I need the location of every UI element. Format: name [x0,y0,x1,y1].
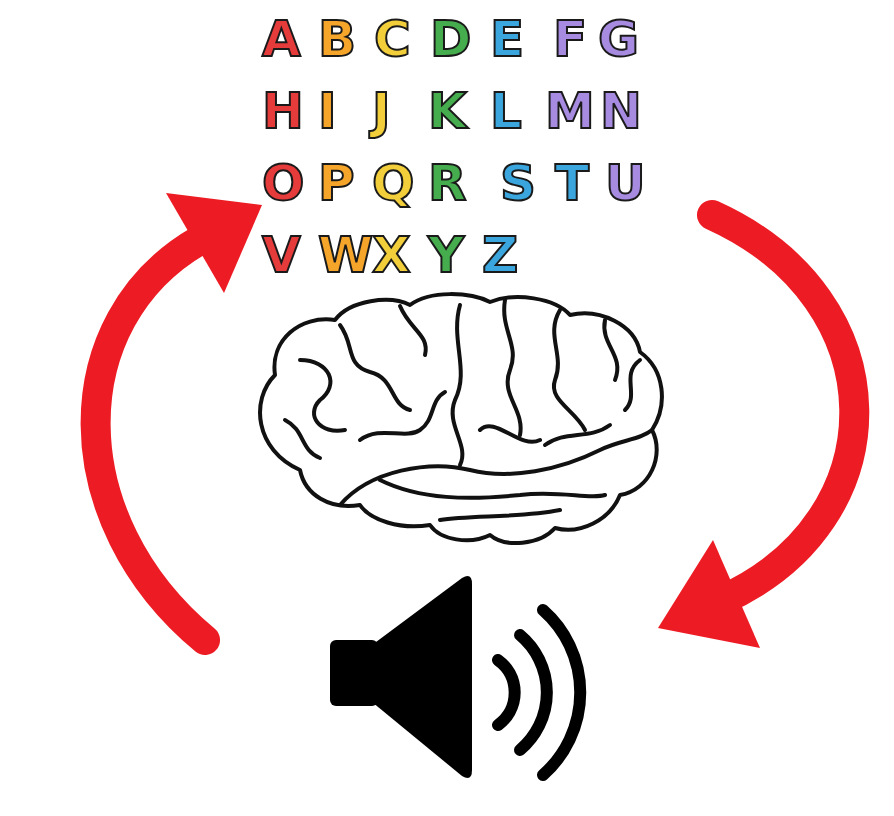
alphabet-letter: E [490,14,524,64]
alphabet-letter: U [605,158,646,208]
brain-fold [300,360,345,431]
brain-outline [260,294,662,543]
alphabet-letter: X [372,230,411,280]
alphabet-letter: W [318,230,373,280]
brain-fold [285,420,320,458]
brain-fold [380,480,605,498]
alphabet-letter: B [318,14,356,64]
brain-fold [554,310,585,430]
sound-wave [498,660,515,725]
speaker-icon [330,576,580,778]
speaker-body [330,640,378,706]
cycle-arrow-shaft [712,215,854,600]
alphabet-letter: I [318,86,337,136]
alphabet-letter: M [545,86,595,136]
brain-fold [604,320,617,380]
brain-fold [545,425,610,445]
brain-fold [480,426,540,442]
alphabet-letter: Z [482,230,518,280]
alphabet-letter: D [430,14,472,64]
alphabet-letter: J [372,86,391,136]
brain-fold [360,392,445,440]
alphabet-letter: Y [428,230,464,280]
alphabet-letter: N [600,86,642,136]
alphabet-letter: V [262,230,301,280]
sound-wave [520,635,547,750]
brain-fissure [340,430,652,505]
speaker-cone [372,576,472,778]
brain-fold [340,325,410,410]
alphabet-letter: G [598,14,639,64]
alphabet-letter: T [555,158,589,208]
alphabet-letter: F [553,14,587,64]
alphabet-letter: O [262,158,305,208]
sound-wave [543,610,580,775]
brain-fold [453,305,463,465]
cycle-arrow-head [166,193,262,293]
cycle-arrow-head [658,540,760,648]
alphabet-letter: Q [372,158,415,208]
alphabet-letter: H [262,86,304,136]
brain-fold [504,300,520,435]
alphabet-letter: L [490,86,522,136]
brain-fold [400,306,426,355]
brain-fold [625,360,640,410]
cycle-arrow-shaft [96,240,205,640]
alphabet-letter: R [428,158,467,208]
alphabet-letter: P [318,158,355,208]
brain-drawing [260,294,662,543]
alphabet-letter: A [262,14,301,64]
alphabet-letter: S [500,158,536,208]
alphabet-letter: K [428,86,467,136]
brain-fold [440,510,560,520]
alphabet-letter: C [374,14,411,64]
